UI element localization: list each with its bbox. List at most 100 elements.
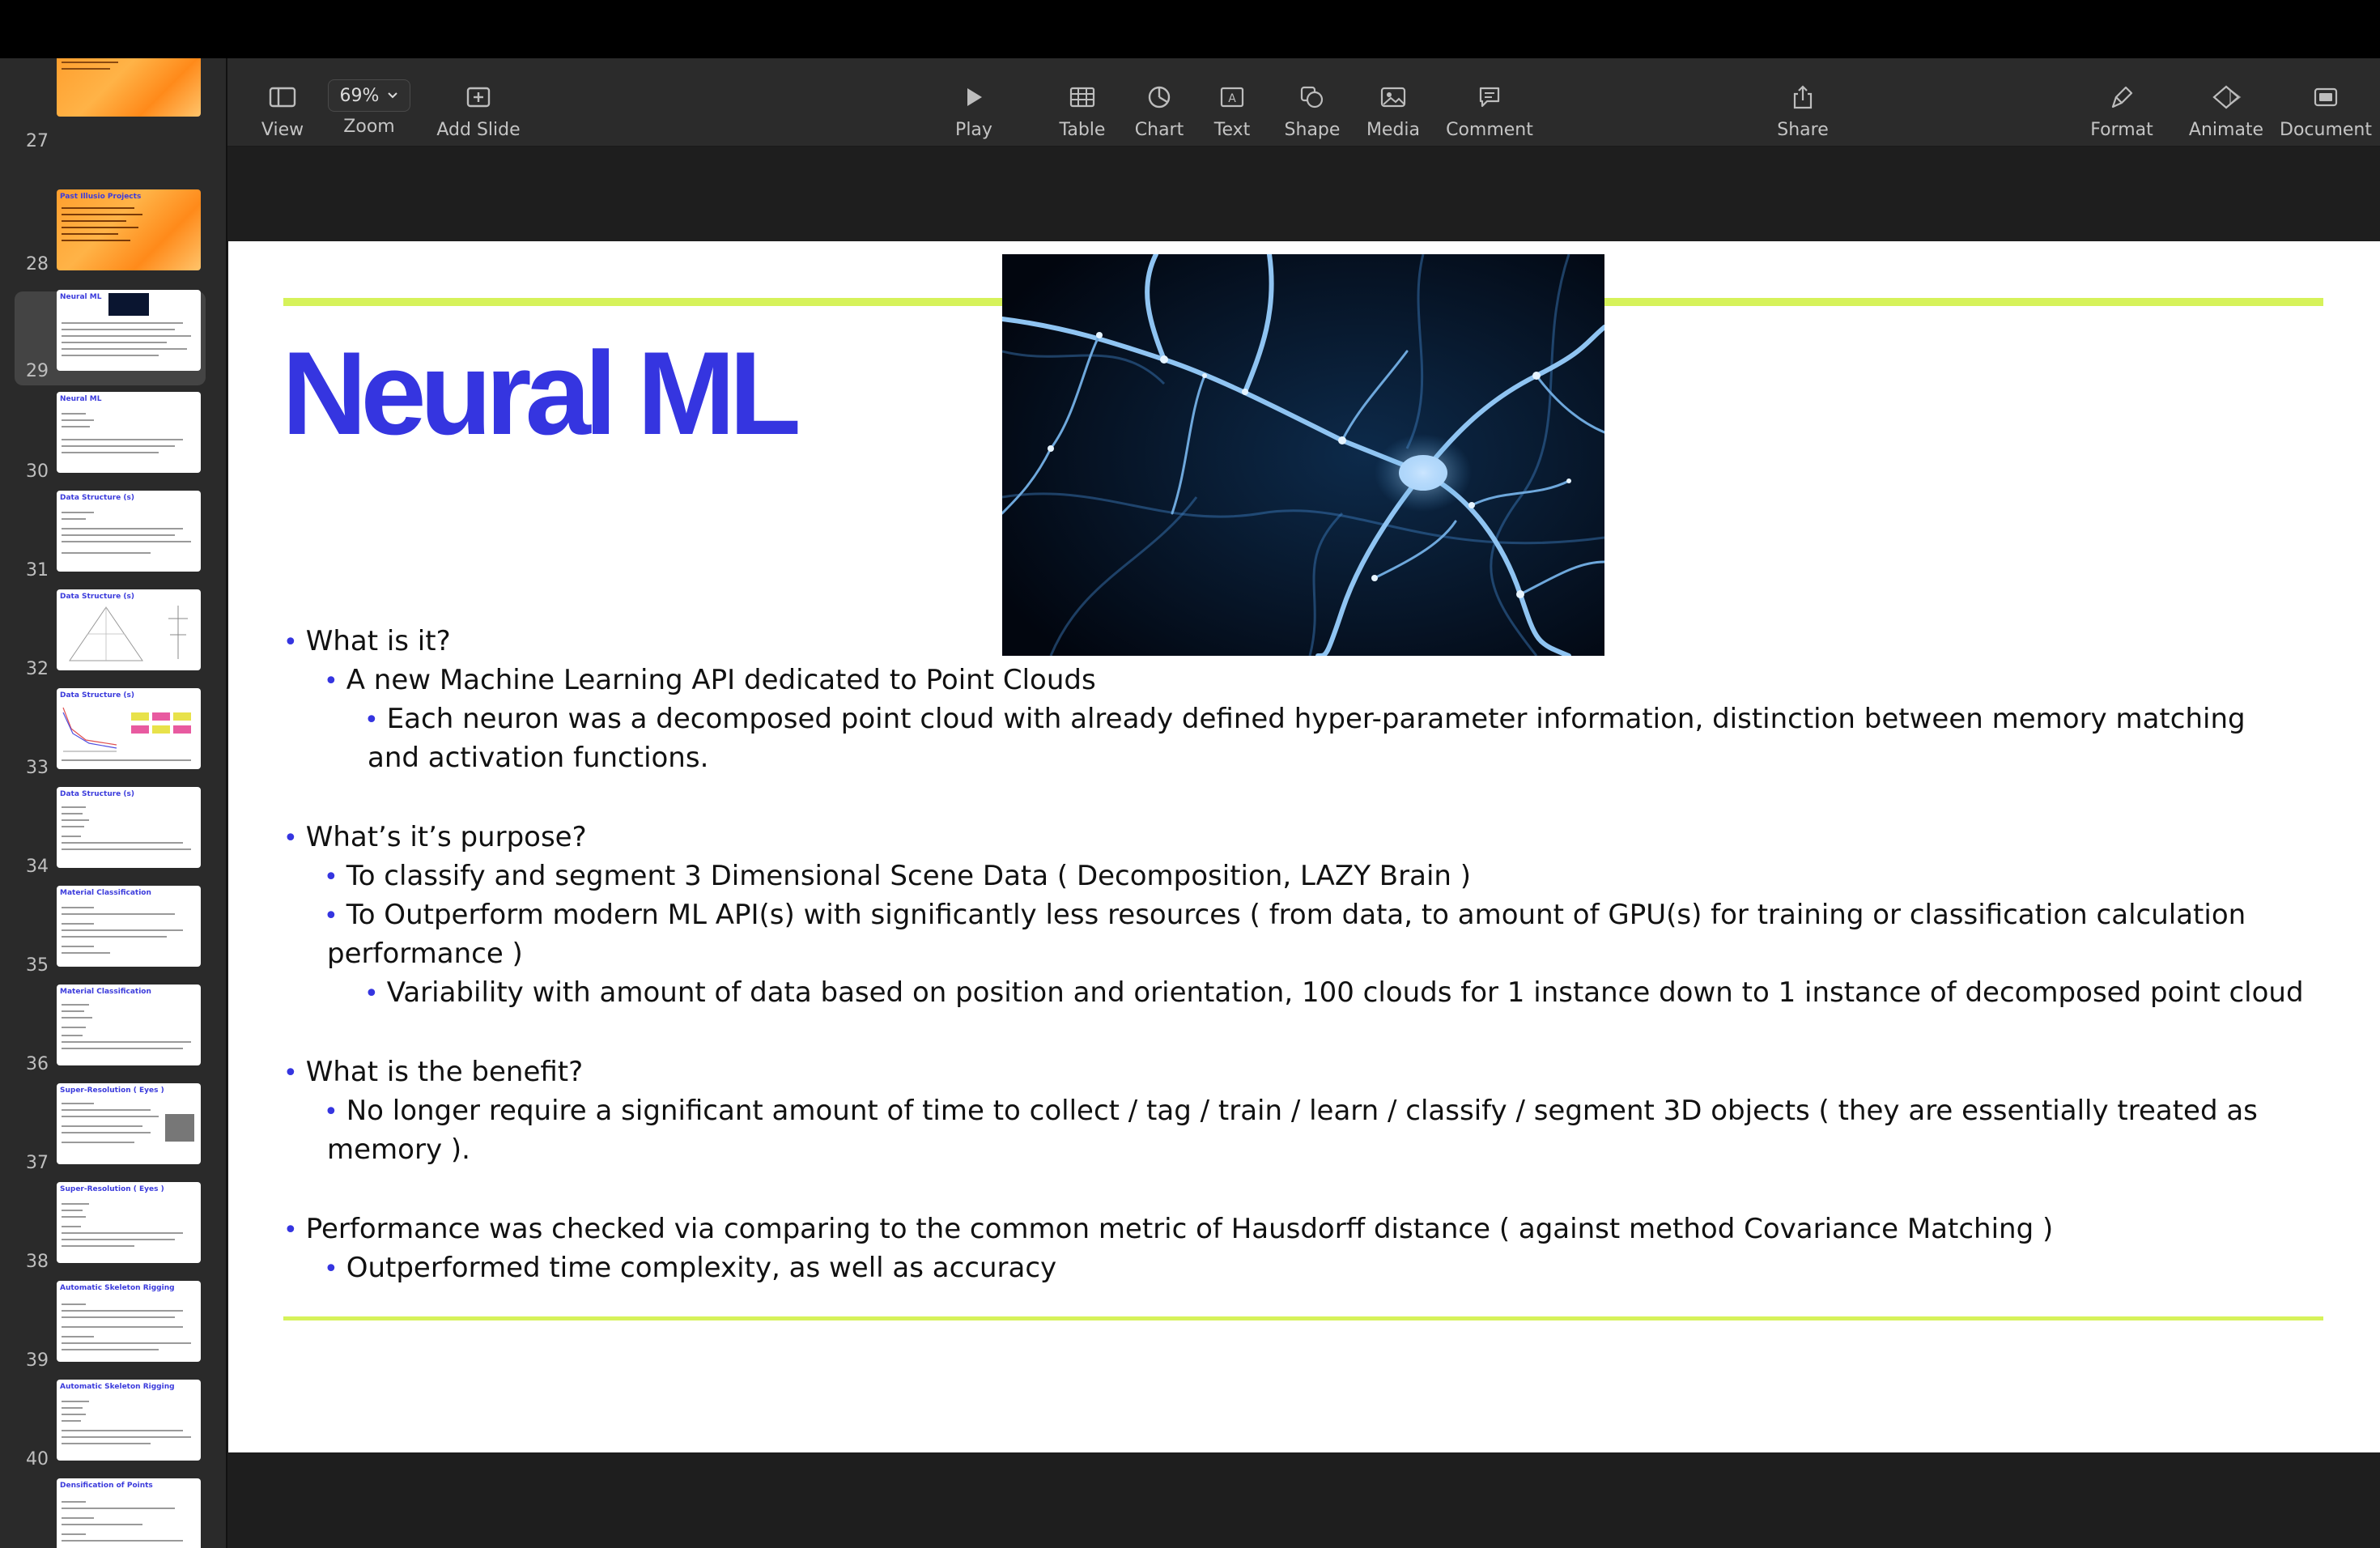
slide-thumbnail-41[interactable]: Densification of Points 41 xyxy=(0,1478,226,1548)
document-label: Document xyxy=(2280,120,2372,140)
bullet-l2: •No longer require a significant amount … xyxy=(324,1095,2258,1127)
chart-icon xyxy=(1147,79,1171,115)
view-button[interactable]: View xyxy=(242,58,323,146)
slide-number: 35 xyxy=(26,955,49,976)
comment-icon xyxy=(1477,79,1502,115)
slide-thumbnail-35[interactable]: Material Classification 35 xyxy=(0,886,226,985)
media-icon xyxy=(1380,79,1406,115)
slide-preview-title: Densification of Points xyxy=(60,1482,153,1490)
slide-thumbnail-31[interactable]: Data Structure (s) 31 xyxy=(0,491,226,589)
slide-title[interactable]: Neural ML xyxy=(282,327,801,459)
slide-thumbnail-30[interactable]: Neural ML 30 xyxy=(0,392,226,491)
text-button[interactable]: A Text xyxy=(1199,58,1265,146)
slide-thumbnail-32[interactable]: Data Structure (s) 32 xyxy=(0,589,226,688)
slide-thumbnail-36[interactable]: Material Classification 36 xyxy=(0,985,226,1083)
text-box-icon: A xyxy=(1219,79,1245,115)
slide-number: 32 xyxy=(26,659,49,679)
text-label: Text xyxy=(1213,120,1251,140)
view-label: View xyxy=(261,120,304,140)
neuron-image[interactable] xyxy=(1002,254,1604,656)
slide-thumbnail-29-selected[interactable]: Neural ML 29 xyxy=(0,287,226,392)
slide-preview-title: Data Structure (s) xyxy=(60,691,134,700)
slide-number: 39 xyxy=(26,1350,49,1371)
bullet-l1-what-is-it: •What is it? xyxy=(283,625,451,657)
table-icon xyxy=(1069,79,1095,115)
shape-label: Shape xyxy=(1284,120,1341,140)
share-label: Share xyxy=(1777,120,1829,140)
table-button[interactable]: Table xyxy=(1046,58,1119,146)
zoom-dropdown[interactable]: 69% xyxy=(328,79,410,112)
slide-number: 40 xyxy=(26,1449,49,1469)
sidebar-view-icon xyxy=(269,79,296,115)
bullet-l2-cont: memory ). xyxy=(327,1133,470,1166)
slide-thumbnail-37[interactable]: Super-Resolution ( Eyes ) 37 xyxy=(0,1083,226,1182)
zoom-label: Zoom xyxy=(343,117,395,137)
slide-number: 33 xyxy=(26,758,49,778)
media-button[interactable]: Media xyxy=(1354,58,1432,146)
play-button[interactable]: Play xyxy=(940,58,1008,146)
slide-preview-title: Data Structure (s) xyxy=(60,790,134,798)
shape-button[interactable]: Shape xyxy=(1272,58,1353,146)
slide-thumbnail-27[interactable]: 27 xyxy=(0,58,226,168)
bullet-l1-purpose: •What’s it’s purpose? xyxy=(283,821,587,853)
svg-text:A: A xyxy=(1228,92,1236,105)
slide-preview: Past Illusio Projects xyxy=(57,189,201,270)
bullet-l2: •A new Machine Learning API dedicated to… xyxy=(324,664,1096,696)
slide-preview-title: Neural ML xyxy=(60,395,102,403)
animate-label: Animate xyxy=(2188,120,2264,140)
chart-button[interactable]: Chart xyxy=(1123,58,1196,146)
bullet-l2-cont: performance ) xyxy=(327,938,523,970)
paintbrush-icon xyxy=(2110,79,2134,115)
slide-thumbnail-40[interactable]: Automatic Skeleton Rigging 40 xyxy=(0,1380,226,1478)
bullet-l3: •Each neuron was a decomposed point clou… xyxy=(364,703,2246,735)
zoom-value: 69% xyxy=(339,85,380,106)
slide-preview-title: Super-Resolution ( Eyes ) xyxy=(60,1185,164,1193)
bullet-l2: •To Outperform modern ML API(s) with sig… xyxy=(324,899,2246,931)
slide-thumbnail-38[interactable]: Super-Resolution ( Eyes ) 38 xyxy=(0,1182,226,1281)
share-button[interactable]: Share xyxy=(1762,58,1843,146)
slide-thumbnail-33[interactable]: Data Structure (s) 33 xyxy=(0,688,226,787)
slide-preview: Data Structure (s) xyxy=(57,787,201,868)
document-icon xyxy=(2313,79,2339,115)
slide-number: 29 xyxy=(26,361,49,381)
animate-button[interactable]: Animate xyxy=(2180,58,2272,146)
media-label: Media xyxy=(1366,120,1421,140)
slide-preview: Automatic Skeleton Rigging xyxy=(57,1281,201,1362)
slide-preview-title: Material Classification xyxy=(60,889,151,897)
window-top-bar xyxy=(0,0,2380,58)
comment-button[interactable]: Comment xyxy=(1434,58,1545,146)
animate-diamond-icon xyxy=(2211,79,2242,115)
format-button[interactable]: Format xyxy=(2081,58,2162,146)
table-label: Table xyxy=(1059,120,1106,140)
slide-number: 38 xyxy=(26,1252,49,1272)
bullet-l1-performance: •Performance was checked via comparing t… xyxy=(283,1213,2054,1245)
slide-number: 34 xyxy=(26,857,49,877)
slide[interactable]: Neural ML xyxy=(228,241,2380,1452)
slide-preview: Data Structure (s) xyxy=(57,589,201,670)
zoom-control[interactable]: 69% Zoom xyxy=(319,58,419,146)
slide-preview-title: Automatic Skeleton Rigging xyxy=(60,1383,175,1391)
play-icon xyxy=(963,79,984,115)
bottom-accent-line xyxy=(283,1316,2323,1320)
slide-preview: Data Structure (s) xyxy=(57,491,201,572)
bullet-l3-cont: and activation functions. xyxy=(368,742,709,774)
slide-preview-title: Super-Resolution ( Eyes ) xyxy=(60,1087,164,1095)
slide-preview-title: Automatic Skeleton Rigging xyxy=(60,1284,175,1292)
slide-preview: Data Structure (s) xyxy=(57,688,201,769)
add-slide-button[interactable]: Add Slide xyxy=(422,58,535,146)
slide-preview: Densification of Points xyxy=(57,1478,201,1548)
slide-number: 36 xyxy=(26,1054,49,1074)
comment-label: Comment xyxy=(1446,120,1533,140)
chart-label: Chart xyxy=(1134,120,1184,140)
play-label: Play xyxy=(955,120,992,140)
bullet-l1-benefit: •What is the benefit? xyxy=(283,1056,584,1088)
slide-thumbnail-28[interactable]: Past Illusio Projects 28 xyxy=(0,189,226,279)
slide-number: 37 xyxy=(26,1153,49,1173)
document-button[interactable]: Document xyxy=(2276,58,2376,146)
slide-preview xyxy=(57,58,201,117)
bullet-l3: •Variability with amount of data based o… xyxy=(364,976,2304,1009)
slide-preview-title: Past Illusio Projects xyxy=(60,193,142,201)
slide-thumbnail-39[interactable]: Automatic Skeleton Rigging 39 xyxy=(0,1281,226,1380)
slide-thumbnail-34[interactable]: Data Structure (s) 34 xyxy=(0,787,226,886)
toolbar: View 69% Zoom Add Slide Play Table Chart xyxy=(227,58,2380,147)
